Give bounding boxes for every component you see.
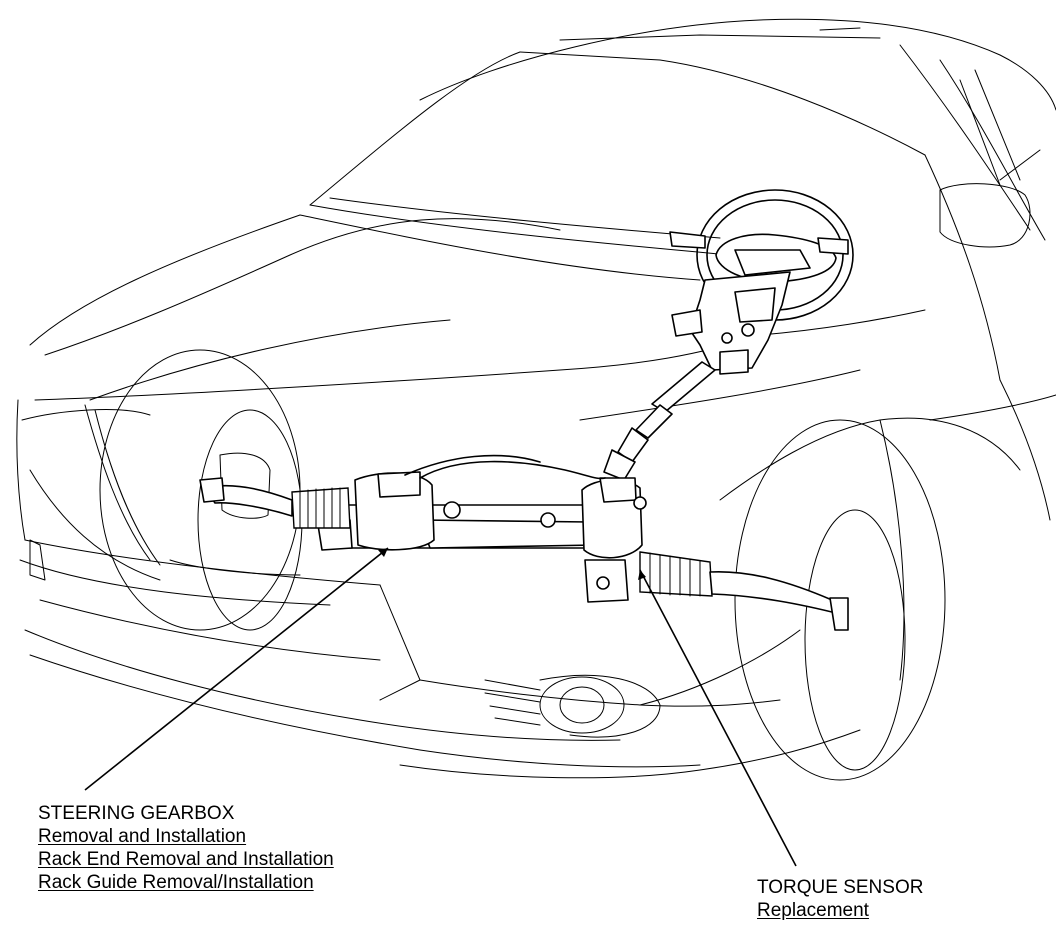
rack-end-removal-installation-link[interactable]: Rack End Removal and Installation (38, 849, 334, 870)
torque-sensor-callout: TORQUE SENSOR Replacement (757, 876, 923, 922)
car-body-outline (16, 18, 1056, 781)
torque-sensor-title: TORQUE SENSOR (757, 877, 924, 898)
torque-sensor-leader-arrow (638, 570, 646, 580)
gearbox-leader-arrow (378, 548, 388, 557)
gearbox-leader-line (84, 547, 389, 791)
steering-column (603, 271, 791, 481)
torque-sensor-replacement-link[interactable]: Replacement (757, 900, 869, 921)
steering-gearbox-title: STEERING GEARBOX (38, 803, 235, 824)
steering-gearbox-callout: STEERING GEARBOX Removal and Installatio… (38, 802, 334, 894)
right-tie-rod (639, 551, 849, 631)
left-tie-rod (199, 477, 351, 529)
gearbox-removal-installation-link[interactable]: Removal and Installation (38, 826, 247, 847)
steering-gearbox (317, 454, 647, 603)
rack-guide-removal-installation-link[interactable]: Rack Guide Removal/Installation (38, 872, 314, 893)
torque-sensor-leader-line (639, 569, 797, 867)
